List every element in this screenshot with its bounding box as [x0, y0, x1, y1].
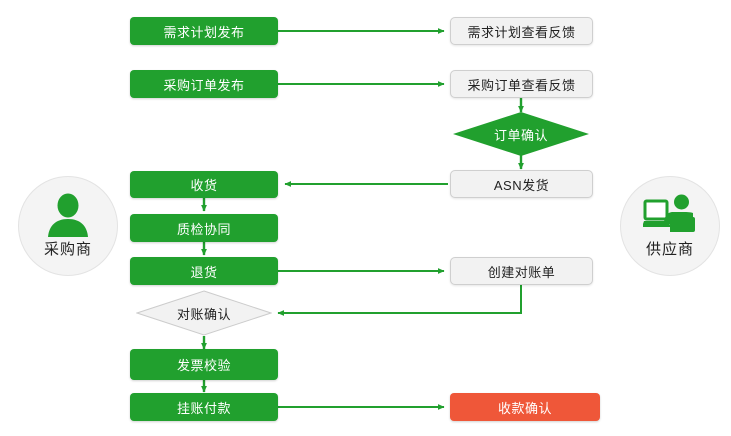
node-po-feedback[interactable]: 采购订单查看反馈: [450, 70, 593, 98]
diamond-shape-grey: [136, 290, 272, 336]
node-demand-plan-feedback[interactable]: 需求计划查看反馈: [450, 17, 593, 45]
actor-supplier-label: 供应商: [645, 241, 694, 258]
node-po-publish[interactable]: 采购订单发布: [130, 70, 278, 98]
node-payable-payment[interactable]: 挂账付款: [130, 393, 278, 421]
node-statement-confirm[interactable]: 对账确认: [136, 290, 272, 336]
node-create-statement[interactable]: 创建对账单: [450, 257, 593, 285]
diamond-shape-green: [453, 112, 589, 156]
person-icon: [48, 193, 88, 237]
node-asn-ship[interactable]: ASN发货: [450, 170, 593, 198]
node-demand-plan-publish[interactable]: 需求计划发布: [130, 17, 278, 45]
node-quality-check[interactable]: 质检协同: [130, 214, 278, 242]
node-order-confirm[interactable]: 订单确认: [453, 112, 589, 156]
node-receive-goods[interactable]: 收货: [130, 171, 278, 198]
actor-buyer[interactable]: 采购商: [18, 176, 118, 276]
node-return-goods[interactable]: 退货: [130, 257, 278, 285]
person-at-computer-icon: [643, 194, 695, 232]
actor-supplier[interactable]: 供应商: [620, 176, 720, 276]
edge-create-statement-to-statement-confirm: [277, 285, 522, 316]
node-invoice-verify[interactable]: 发票校验: [130, 349, 278, 380]
actor-buyer-label: 采购商: [43, 241, 92, 258]
node-receipt-confirm[interactable]: 收款确认: [450, 393, 600, 421]
